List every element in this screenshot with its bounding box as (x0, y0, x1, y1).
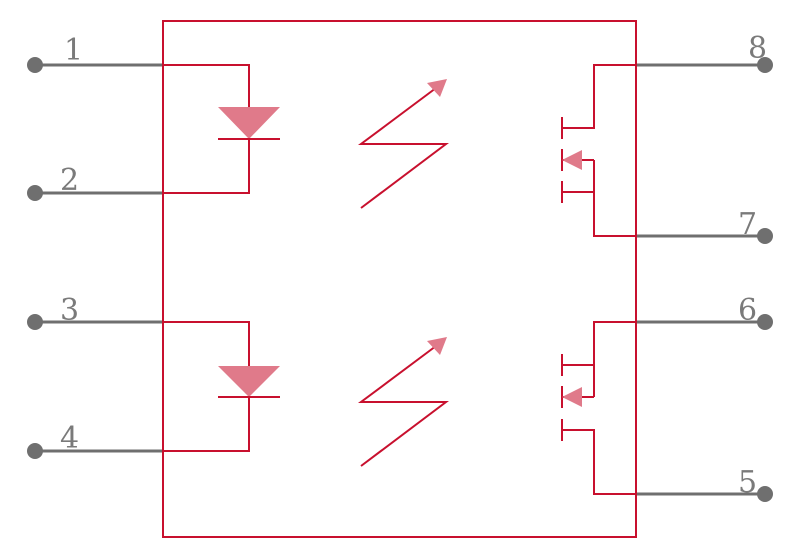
pin-1[interactable]: 1 (27, 33, 163, 73)
mosfet-2-arrow-icon (562, 387, 582, 407)
pin-2-label: 2 (60, 163, 79, 198)
component-body (162, 20, 637, 538)
mosfet-2 (561, 321, 636, 495)
pin-4[interactable]: 4 (27, 421, 163, 459)
pin-7[interactable]: 7 (636, 207, 773, 244)
pin-7-label: 7 (738, 207, 757, 242)
pin-3-label: 3 (60, 293, 79, 328)
light-arrow-2-icon (357, 337, 449, 467)
pin-3[interactable]: 3 (27, 293, 163, 330)
pin-2[interactable]: 2 (27, 163, 163, 201)
led-1 (163, 64, 280, 194)
mosfet-1-arrow-icon (562, 150, 582, 170)
led-1-diode-icon (218, 107, 280, 139)
led-2 (163, 321, 280, 452)
pin-6[interactable]: 6 (636, 293, 773, 330)
led-2-diode-icon (218, 366, 280, 397)
pin-4-label: 4 (60, 421, 79, 456)
pin-5-label: 5 (738, 465, 757, 500)
pin-1-label: 1 (64, 33, 83, 68)
pin-6-label: 6 (738, 293, 757, 328)
light-arrow-1-icon (357, 79, 449, 209)
pin-5[interactable]: 5 (636, 465, 773, 502)
mosfet-1 (561, 64, 636, 237)
pin-8-label: 8 (748, 31, 767, 66)
pin-8[interactable]: 8 (636, 31, 773, 73)
